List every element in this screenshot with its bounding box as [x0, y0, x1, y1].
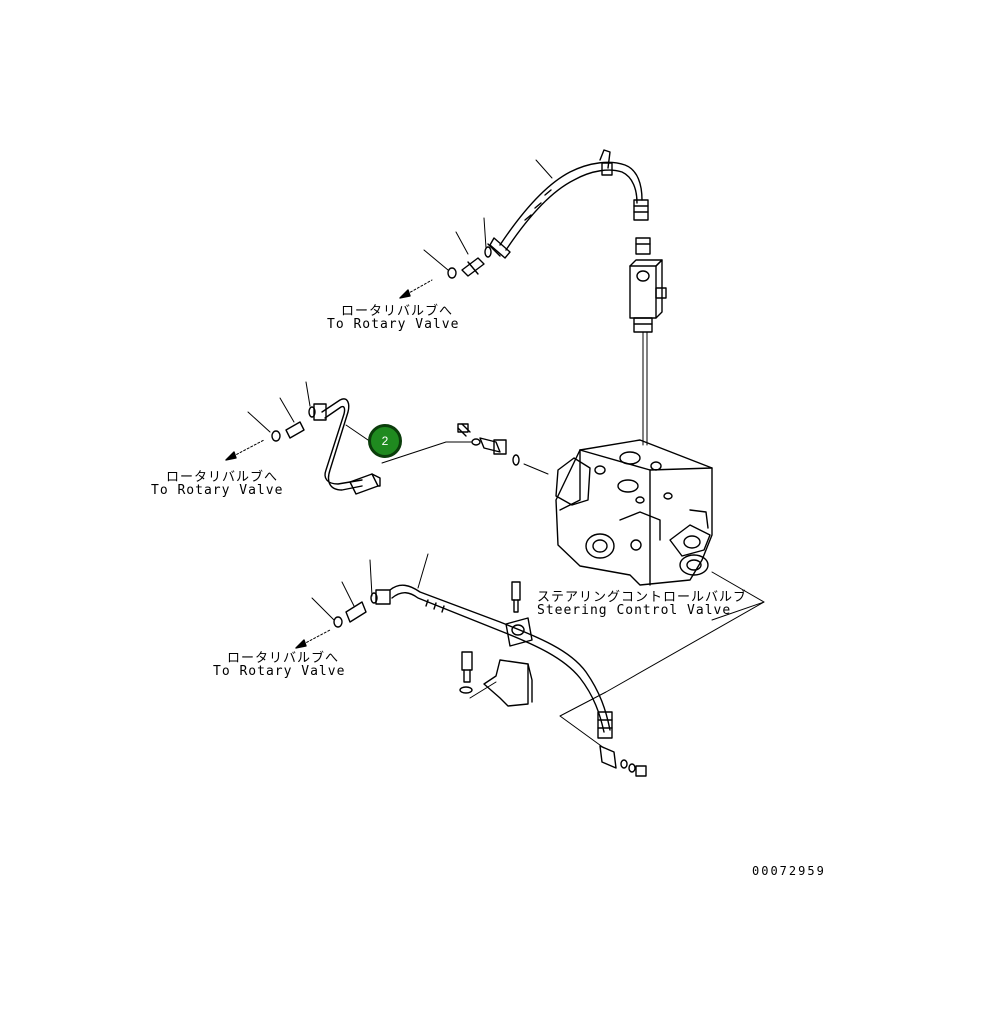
label-rotary-en-mid: To Rotary Valve	[151, 483, 284, 498]
bottom-hose-assembly	[295, 553, 765, 777]
callout-number: 2	[381, 434, 389, 448]
callout-part-2[interactable]: 2	[368, 424, 402, 458]
label-rotary-jp-bottom: ロータリバルブへ	[227, 651, 340, 666]
steering-control-valve	[555, 439, 765, 621]
label-rotary-jp-top: ロータリバルブへ	[341, 304, 454, 319]
label-steering-en: Steering Control Valve	[537, 603, 732, 618]
label-steering-jp: ステアリングコントロールバルブ	[537, 590, 748, 605]
middle-hose-assembly	[225, 381, 549, 495]
drawing-number: 00072959	[752, 864, 826, 878]
label-rotary-jp-mid: ロータリバルブへ	[166, 470, 279, 485]
top-hose-assembly	[399, 149, 667, 446]
label-rotary-en-top: To Rotary Valve	[327, 317, 460, 332]
label-rotary-en-bottom: To Rotary Valve	[213, 664, 346, 679]
